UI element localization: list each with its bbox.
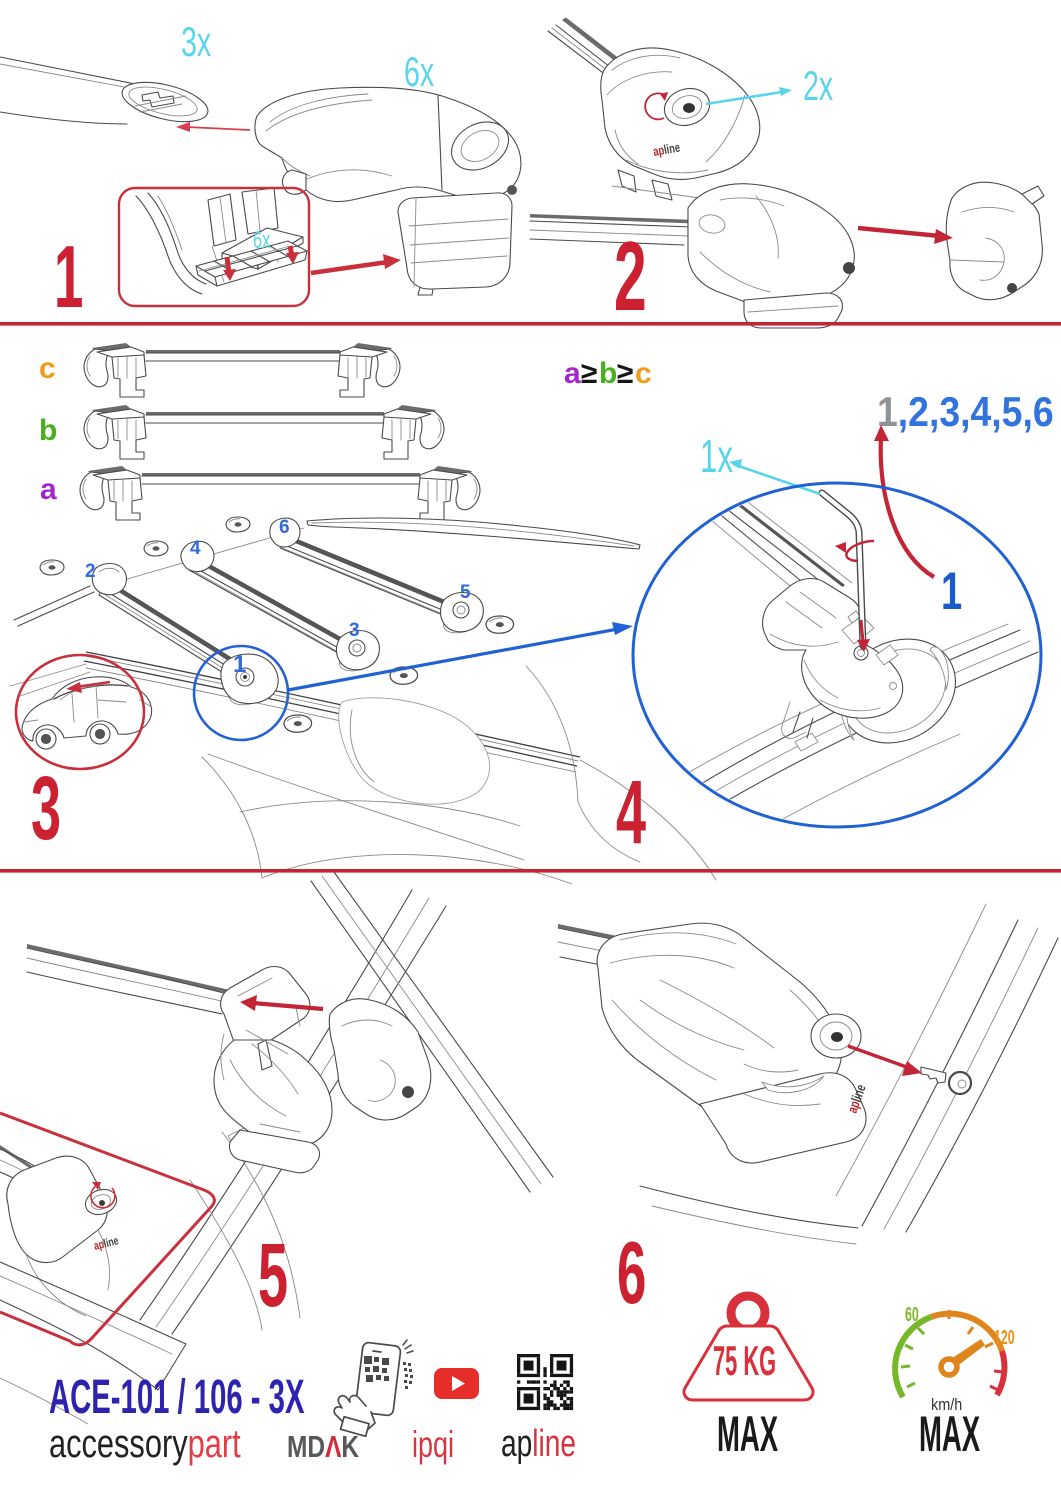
svg-text:1: 1 [941,561,962,621]
svg-text:2x: 2x [803,61,833,109]
svg-text:b: b [39,414,57,447]
svg-text:3: 3 [349,620,360,641]
svg-text:4: 4 [616,762,646,863]
svg-text:MAX: MAX [919,1405,980,1462]
svg-text:1: 1 [233,651,246,678]
svg-text:2: 2 [85,561,96,582]
svg-text:6x: 6x [404,47,434,95]
svg-text:1,2,3,4,5,6: 1,2,3,4,5,6 [877,389,1054,435]
svg-text:MDΛK: MDΛK [287,1429,359,1463]
svg-text:75 KG: 75 KG [713,1339,776,1385]
svg-text:3: 3 [31,758,61,859]
svg-text:km/h: km/h [931,1396,962,1414]
svg-text:a: a [40,473,57,506]
svg-text:4: 4 [190,538,201,559]
svg-text:6: 6 [617,1224,646,1322]
svg-text:apline: apline [93,1235,120,1253]
svg-text:60: 60 [905,1303,919,1326]
svg-text:6: 6 [279,517,290,538]
svg-text:apline: apline [652,141,681,159]
svg-text:≥: ≥ [617,357,633,390]
svg-text:apline: apline [501,1423,576,1465]
svg-text:1: 1 [54,228,83,326]
svg-text:1x: 1x [700,431,733,482]
svg-text:accessorypart: accessorypart [49,1421,241,1466]
svg-text:120: 120 [994,1326,1015,1349]
svg-text:≥: ≥ [581,357,597,390]
svg-text:3x: 3x [181,17,211,65]
svg-text:a: a [564,357,581,390]
svg-text:c: c [39,352,56,385]
svg-text:6x: 6x [253,227,271,254]
svg-text:b: b [599,357,617,390]
svg-text:ACE-101 / 106 - 3X: ACE-101 / 106 - 3X [49,1371,305,1424]
svg-text:5: 5 [460,582,471,603]
svg-text:5: 5 [258,1225,288,1326]
svg-text:2: 2 [614,223,647,332]
svg-text:c: c [635,357,652,390]
svg-text:MAX: MAX [717,1405,778,1462]
svg-text:ipqi: ipqi [412,1424,454,1465]
